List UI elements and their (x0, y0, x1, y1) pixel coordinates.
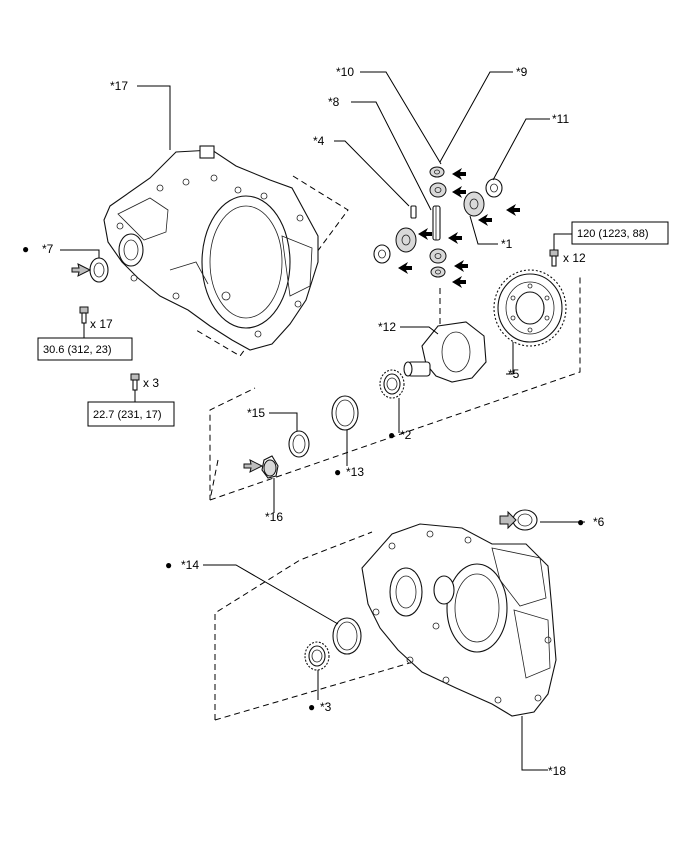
callout-9: *9 (516, 65, 528, 79)
quantity-case-bolt-a: x 17 (90, 317, 113, 331)
torque-value-ring-gear: 120 (1223, 88) (577, 228, 649, 240)
bullet-14: ● (165, 558, 172, 572)
case-bolt-a (79, 306, 89, 324)
callout-13: *13 (346, 465, 364, 479)
callout-16: *16 (265, 510, 283, 524)
pinion-gear-part-9 (429, 182, 447, 198)
torque-spec-ring-gear-bolt: 120 (1223, 88) (571, 221, 669, 245)
callout-11: *11 (552, 112, 569, 126)
bullet-2: ● (388, 428, 395, 442)
apply-grease-arrow-icons (71, 263, 517, 530)
case-bolt-b (130, 373, 140, 391)
straight-pin-part-4 (410, 205, 417, 219)
transaxle-housing-part-17 (103, 145, 319, 351)
oil-seal-part-7 (89, 257, 109, 283)
callout-14: *14 (181, 558, 199, 572)
torque-value-case-b: 22.7 (231, 17) (93, 409, 162, 421)
callout-2: *2 (400, 428, 412, 442)
callout-15: *15 (247, 406, 265, 420)
tapered-bearing-part-2 (379, 369, 405, 399)
callout-18: *18 (548, 764, 566, 778)
non-reusable-part-markers: ● ● ● ● ● ● (22, 242, 584, 714)
callout-6: *6 (593, 515, 605, 529)
callout-3: *3 (320, 700, 332, 714)
quantity-case-bolt-b: x 3 (143, 376, 159, 390)
torque-value-case-a: 30.6 (312, 23) (43, 344, 112, 356)
torque-spec-case-bolt-a: 30.6 (312, 23) (37, 337, 133, 361)
side-gear-part-1 (463, 191, 485, 217)
bullet-6: ● (577, 515, 584, 529)
callout-8: *8 (328, 95, 340, 109)
side-gear-left (395, 227, 417, 253)
callout-5: *5 (508, 367, 520, 381)
plug-part-16 (261, 455, 279, 479)
ring-gear-bolt (549, 249, 559, 267)
side-washer-part-11 (485, 178, 503, 198)
transmission-case-part-18 (361, 523, 557, 717)
quantity-ring-gear-bolt: x 12 (563, 251, 586, 265)
pinion-shaft-part-8 (432, 205, 441, 241)
callout-17: *17 (110, 79, 128, 93)
ring-gear-part-5 (493, 269, 567, 347)
leader-lines (60, 71, 585, 771)
assembly-arrow-icons (398, 168, 520, 288)
pinion-washer-lower (430, 266, 446, 278)
pinion-gear-lower (429, 248, 447, 264)
callout-12: *12 (378, 320, 396, 334)
callout-1: *1 (501, 237, 513, 251)
callout-10: *10 (336, 65, 354, 79)
bullet-7: ● (22, 242, 29, 256)
differential-case-part-12 (403, 321, 487, 383)
bullet-3: ● (308, 700, 315, 714)
callout-4: *4 (313, 134, 325, 148)
bearing-outer-race-part-13 (331, 395, 359, 431)
side-washer-left (373, 244, 391, 264)
shim-part-15 (288, 430, 310, 458)
bearing-outer-race-part-14 (332, 617, 362, 655)
bullet-13: ● (334, 465, 341, 479)
torque-spec-case-bolt-b: 22.7 (231, 17) (87, 401, 175, 427)
pinion-washer-part-10 (429, 166, 445, 178)
callout-7: *7 (42, 242, 54, 256)
tapered-bearing-part-3 (304, 641, 330, 671)
